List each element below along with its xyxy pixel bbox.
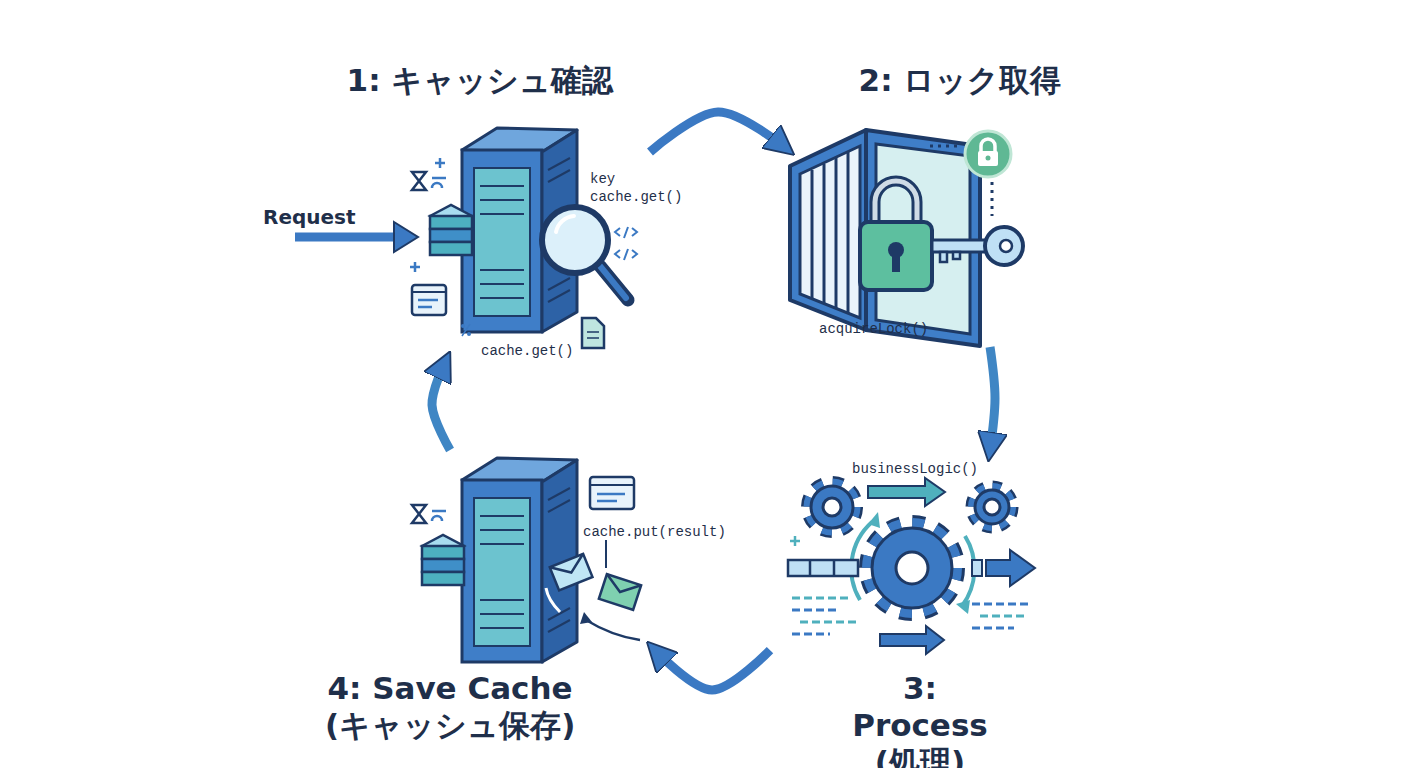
save-server-icon: [412, 458, 641, 662]
code-label: cache.get(): [481, 343, 573, 359]
code-label: businessLogic(): [852, 461, 978, 477]
input-label: Request: [263, 205, 356, 229]
stage-node: 4: Save Cache (キャッシュ保存): [325, 450, 655, 750]
process-gears-icon: [788, 478, 1035, 654]
stage-title: 2: ロック取得: [845, 62, 1075, 99]
code-label: cache.put(result): [583, 524, 726, 540]
stage-title: 4: Save Cache (キャッシュ保存): [325, 670, 575, 744]
stage-node: 3: Process (処理): [770, 450, 1040, 750]
stage-title: 3: Process (処理): [835, 670, 1005, 768]
flow-arrow: [990, 347, 995, 450]
code-label: acquireLock(): [819, 321, 928, 337]
flow-arrow: [655, 650, 770, 690]
code-label: cache.get(): [590, 189, 682, 205]
stage-node: 1: キャッシュ確認: [340, 62, 650, 362]
stage-title: 1: キャッシュ確認: [340, 62, 620, 99]
cache-server-icon: [410, 128, 637, 348]
flow-arrow: [650, 112, 785, 152]
code-label: key: [590, 171, 615, 187]
flow-arrow: [432, 362, 450, 450]
stage-node: 2: ロック取得: [785, 62, 1075, 347]
lock-gate-icon: [790, 130, 1023, 346]
